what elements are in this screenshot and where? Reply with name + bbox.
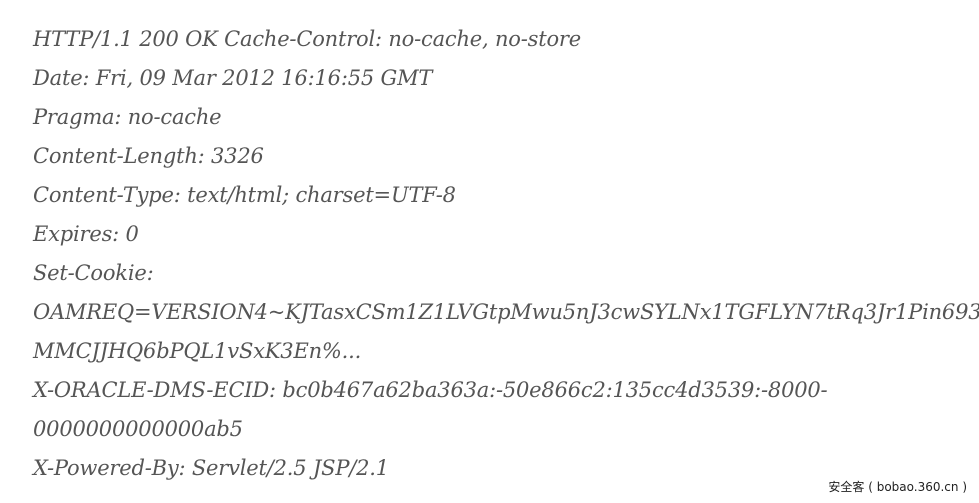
header-oracle-dms-ecid: X-ORACLE-DMS-ECID: bc0b467a62ba363a:-50e… xyxy=(33,378,828,402)
header-set-cookie: Set-Cookie: xyxy=(33,261,154,285)
header-expires: Expires: 0 xyxy=(33,222,139,246)
header-content-type: Content-Type: text/html; charset=UTF-8 xyxy=(33,183,456,207)
status-line: HTTP/1.1 200 OK Cache-Control: no-cache,… xyxy=(33,27,581,51)
http-response-headers: HTTP/1.1 200 OK Cache-Control: no-cache,… xyxy=(33,20,979,488)
header-x-powered-by: X-Powered-By: Servlet/2.5 JSP/2.1 xyxy=(33,456,389,480)
cookie-value-line-2: MMCJJHQ6bPQL1vSxK3En%... xyxy=(33,339,362,363)
header-date: Date: Fri, 09 Mar 2012 16:16:55 GMT xyxy=(33,66,433,90)
cookie-value-line-1: OAMREQ=VERSION4~KJTasxCSm1Z1LVGtpMwu5nJ3… xyxy=(33,300,979,324)
watermark: 安全客 ( bobao.360.cn ) xyxy=(828,480,967,494)
header-pragma: Pragma: no-cache xyxy=(33,105,222,129)
oracle-dms-ecid-continuation: 0000000000000ab5 xyxy=(33,417,243,441)
header-content-length: Content-Length: 3326 xyxy=(33,144,264,168)
